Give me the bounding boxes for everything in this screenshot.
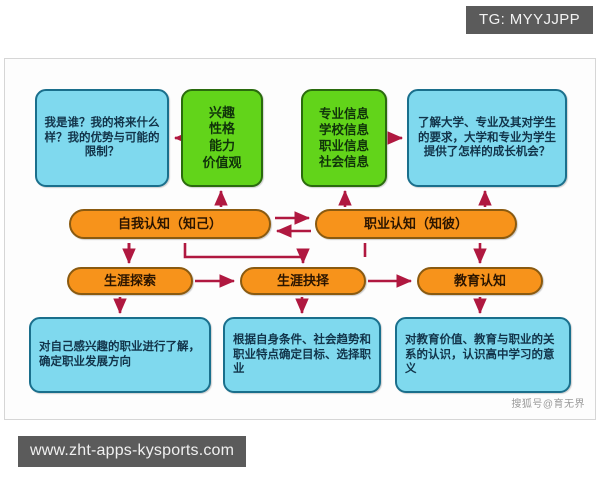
node-decision-detail-text: 根据自身条件、社会趋势和职业特点确定目标、选择职业 bbox=[233, 333, 371, 376]
node-exploration-detail-text: 对自己感兴趣的职业进行了解，确定职业发展方向 bbox=[39, 341, 200, 368]
node-education-cognition-text: 教育认知 bbox=[453, 272, 506, 288]
node-self-cognition: 自我认知（知己） bbox=[69, 209, 271, 239]
node-career-decision: 生涯抉择 bbox=[240, 267, 366, 295]
node-vocational-cognition: 职业认知（知彼） bbox=[315, 209, 517, 239]
node-self-question: 我是谁？我的将来什么样？我的优势与可能的限制？ bbox=[35, 89, 169, 187]
tag-overlay-label: TG: MYYJJPP bbox=[466, 6, 594, 34]
node-vocational-cognition-text: 职业认知（知彼） bbox=[363, 215, 468, 231]
node-career-exploration: 生涯探索 bbox=[67, 267, 193, 295]
node-university-question-text: 了解大学、专业及其对学生的要求，大学和专业为学生提供了怎样的成长机会？ bbox=[418, 116, 556, 159]
node-self-question-text: 我是谁？我的将来什么样？我的优势与可能的限制？ bbox=[44, 116, 160, 159]
node-education-cognition: 教育认知 bbox=[417, 267, 543, 295]
node-decision-detail: 根据自身条件、社会趋势和职业特点确定目标、选择职业 bbox=[223, 317, 381, 393]
connector-arrows-layer bbox=[113, 131, 492, 315]
source-watermark: 搜狐号@育无界 bbox=[511, 399, 585, 410]
url-overlay-label: www.zht-apps-kysports.com bbox=[18, 436, 247, 467]
node-exploration-detail: 对自己感兴趣的职业进行了解，确定职业发展方向 bbox=[29, 317, 211, 393]
node-university-question: 了解大学、专业及其对学生的要求，大学和专业为学生提供了怎样的成长机会？ bbox=[407, 89, 567, 187]
node-information-text: 专业信息 学校信息 职业信息 社会信息 bbox=[318, 107, 369, 169]
node-career-decision-text: 生涯抉择 bbox=[276, 272, 329, 288]
node-career-exploration-text: 生涯探索 bbox=[103, 272, 156, 288]
career-planning-diagram: 我是谁？我的将来什么样？我的优势与可能的限制？ 兴趣 性格 能力 价值观 专业信… bbox=[4, 58, 596, 420]
node-education-detail-text: 对教育价值、教育与职业的关系的认识，认识高中学习的意义 bbox=[405, 333, 555, 376]
node-traits: 兴趣 性格 能力 价值观 bbox=[181, 89, 263, 187]
node-information: 专业信息 学校信息 职业信息 社会信息 bbox=[301, 89, 387, 187]
node-education-detail: 对教育价值、教育与职业的关系的认识，认识高中学习的意义 bbox=[395, 317, 571, 393]
node-traits-text: 兴趣 性格 能力 价值观 bbox=[202, 104, 242, 170]
node-self-cognition-text: 自我认知（知己） bbox=[117, 215, 222, 231]
